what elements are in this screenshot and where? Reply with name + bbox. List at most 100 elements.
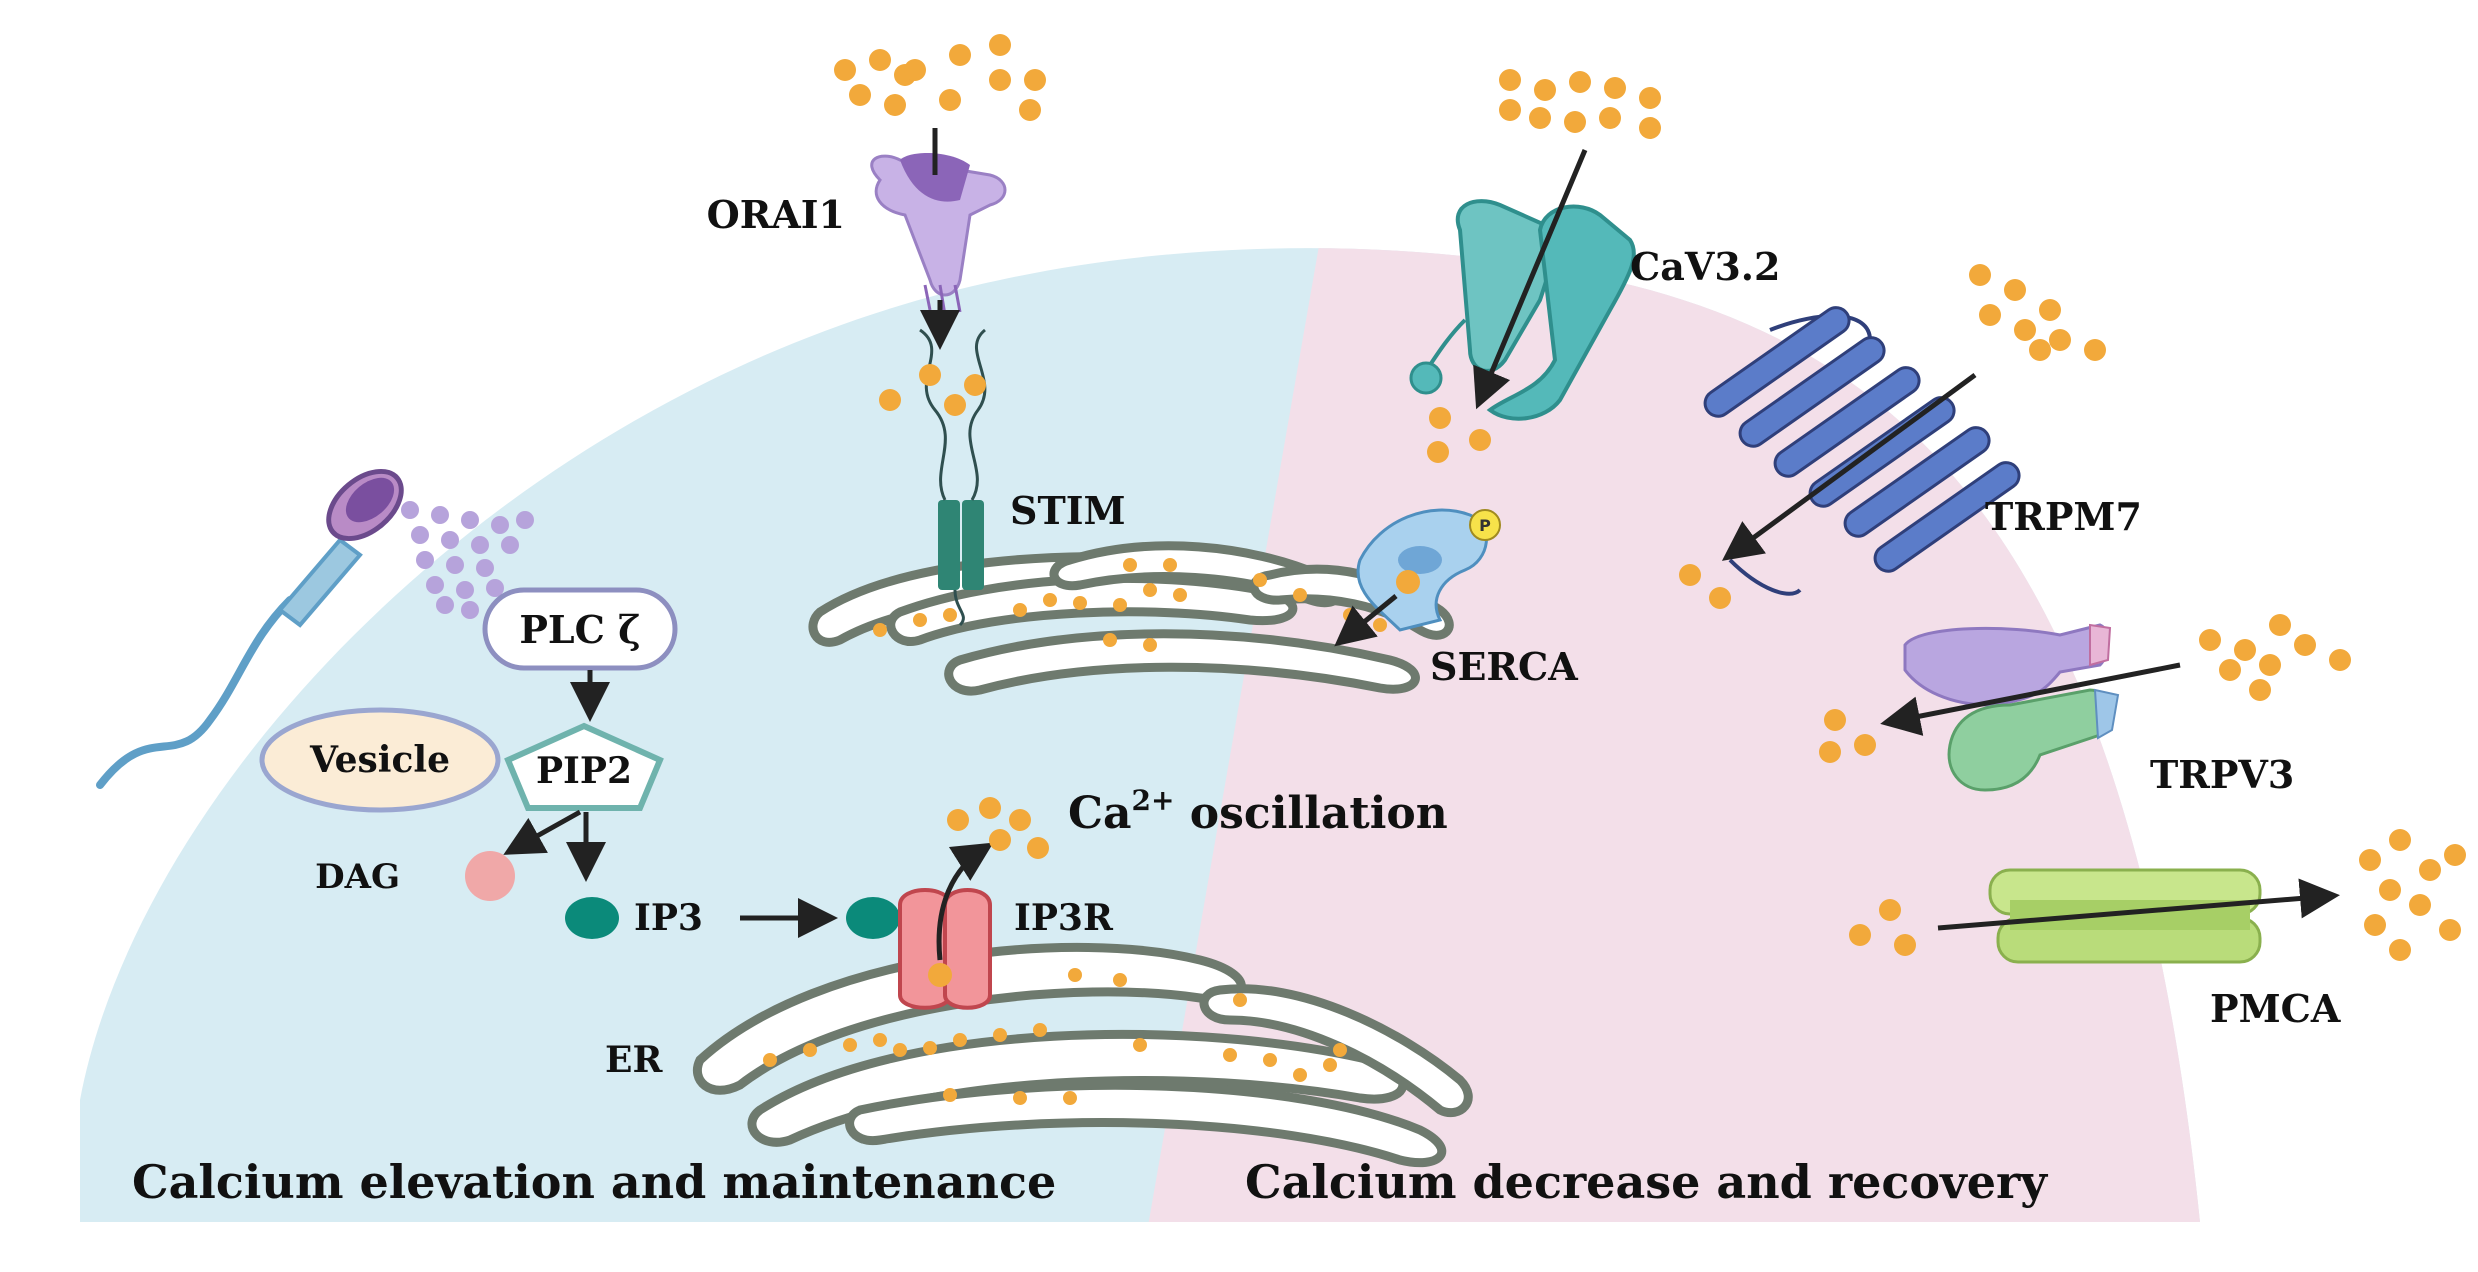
er-label: ER [605,1039,663,1081]
calcium-ion [1027,837,1049,859]
calcium-ion [873,1033,887,1047]
trpm7-intracellular-calcium [1679,564,1731,609]
calcium-ion [1569,71,1591,93]
calcium-ion [1113,973,1127,987]
calcium-ion [2004,279,2026,301]
calcium-ion [1033,1023,1047,1037]
calcium-ion [2014,319,2036,341]
ca-base: Ca [1068,788,1132,839]
calcium-ion [1019,99,1041,121]
calcium-ion [1849,924,1871,946]
calcium-ion [1639,117,1661,139]
calcium-ion [2029,339,2051,361]
calcium-ion [979,797,1001,819]
calcium-ion [989,34,1011,56]
cav32-influx-arrow [1473,149,1588,410]
calcium-ion [919,364,941,386]
ca-oscillation-label: Ca2+ oscillation [1068,784,1448,839]
plc-zeta-particle [401,501,419,519]
calcium-ion [893,1043,907,1057]
plc-zeta-particle [501,536,519,554]
plc-zeta-particle [446,556,464,574]
cav32-channel: CaV3.2 [1409,149,1780,421]
plc-zeta-label: PLC ζ [519,607,640,652]
calcium-ion [869,49,891,71]
plc-zeta-particle [426,576,444,594]
calcium-ion [964,374,986,396]
calcium-ion [1143,638,1157,652]
calcium-ion [1293,1068,1307,1082]
calcium-ion [843,1038,857,1052]
er-upper [808,541,1454,696]
serca-uptake-arrow [1334,594,1398,647]
ip3-molecule [565,897,619,939]
calcium-ion [1469,429,1491,451]
orai1-intracellular-calcium [879,364,986,416]
pmca-pump: PMCA [1937,868,2341,1031]
calcium-ion [944,394,966,416]
trpm7-helix [1773,366,1921,478]
trpm7-channel: TRPM7 [1703,306,2142,596]
plc-zeta-particles [401,501,534,619]
cav32-label: CaV3.2 [1630,244,1780,289]
plc-zeta-particle [436,596,454,614]
orai1-extracellular-calcium [834,34,1046,121]
calcium-ion [1534,79,1556,101]
calcium-ion [1013,1091,1027,1105]
ca-oscillation-group: Ca2+ oscillation [947,784,1448,859]
calcium-ion [1499,69,1521,91]
ca-oscillation-text: oscillation [1174,788,1447,839]
calcium-ion [1024,69,1046,91]
calcium-ion [1263,1053,1277,1067]
calcium-ion [2049,329,2071,351]
pmca-intracellular-calcium [1849,899,1916,956]
ca-superscript: 2+ [1132,784,1175,817]
stim-label: STIM [1010,488,1126,533]
calcium-ion [2419,859,2441,881]
orai1-label: ORAI1 [707,192,845,237]
cav32-intracellular-calcium [1427,407,1491,463]
pip2-to-dag-arrow [503,809,582,855]
trpm7-label: TRPM7 [1985,494,2142,539]
vesicle-node: Vesicle [259,707,501,813]
calcium-ion [1068,968,1082,982]
calcium-ion [913,613,927,627]
plc-zeta-particle [471,536,489,554]
calcium-ion [2409,894,2431,916]
calcium-ion [2199,629,2221,651]
calcium-ion [947,809,969,831]
calcium-ion [2389,829,2411,851]
calcium-ion [1143,583,1157,597]
calcium-ion [1529,107,1551,129]
calcium-ion [2294,634,2316,656]
calcium-ion [943,1088,957,1102]
calcium-ion [939,89,961,111]
calcium-ion [1499,99,1521,121]
calcium-ion [2269,614,2291,636]
calcium-ion [2259,654,2281,676]
trpm7-helix [1808,396,1956,508]
calcium-ion [849,84,871,106]
calcium-ion [1709,587,1731,609]
calcium-ion [1824,709,1846,731]
calcium-ion [1604,77,1626,99]
pmca-extracellular-calcium [2359,829,2466,961]
calcium-ion [1323,1058,1337,1072]
ip3r-channel: IP3R [898,842,1114,1010]
ip3-label: IP3 [634,897,703,939]
dag-node: DAG [315,851,515,901]
calcium-ion [2379,879,2401,901]
calcium-ion [1979,304,2001,326]
calcium-ion [2439,919,2461,941]
plc-zeta-particle [491,516,509,534]
calcium-ion [1599,107,1621,129]
calcium-ion [1043,593,1057,607]
calcium-ion [1679,564,1701,586]
trpv3-label: TRPV3 [2150,752,2294,797]
calcium-ion [1173,588,1187,602]
calcium-ion [1427,441,1449,463]
calcium-ion [803,1043,817,1057]
calcium-ion [1854,734,1876,756]
plc-zeta-particle [431,506,449,524]
plc-zeta-node: PLC ζ [482,587,678,671]
